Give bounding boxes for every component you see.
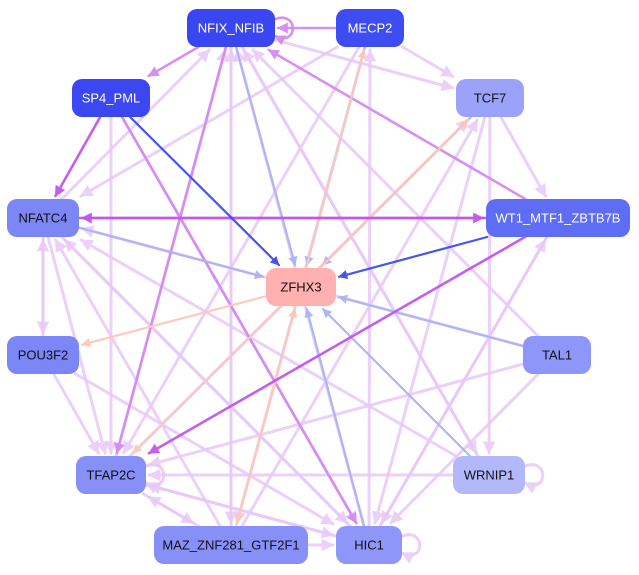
edge-nfix_nfib-to-sp4_pml bbox=[147, 45, 200, 78]
edge-mecp2-to-tcf7 bbox=[401, 45, 455, 78]
node-box bbox=[7, 336, 79, 374]
edge-wrnip1-to-nfatc4 bbox=[79, 238, 458, 458]
edge-hic1-to-mecp2 bbox=[363, 48, 377, 528]
node-box bbox=[266, 268, 336, 306]
edge-tal1-to-hic1 bbox=[389, 372, 540, 525]
edge-nfix_nfib-to-tfap2c bbox=[114, 45, 228, 455]
edge-tal1-to-zfhx3 bbox=[337, 294, 525, 348]
node-nfix-nfib[interactable]: NFIX_NFIB bbox=[187, 9, 275, 47]
edge-nfatc4-to-nfix_nfib bbox=[60, 48, 211, 201]
node-label: ZFHX3 bbox=[280, 280, 321, 295]
edge-tfap2c-to-maz_znf281_gtf2f1 bbox=[142, 492, 195, 525]
edge-sp4_pml-to-nfatc4 bbox=[54, 115, 102, 198]
node-label: SP4_PML bbox=[82, 91, 141, 106]
node-tcf7[interactable]: TCF7 bbox=[456, 79, 524, 117]
node-box bbox=[76, 456, 146, 494]
node-wt1-mtf1-zbtb7b[interactable]: WT1_MTF1_ZBTB7B bbox=[486, 199, 630, 237]
node-hic1[interactable]: HIC1 bbox=[336, 526, 402, 564]
edge-hic1-to-zfhx3 bbox=[304, 307, 366, 528]
node-tal1[interactable]: TAL1 bbox=[523, 336, 591, 374]
edge-nfatc4-to-zfhx3 bbox=[77, 226, 265, 280]
edge-zfhx3-to-mecp2 bbox=[305, 48, 367, 270]
node-box bbox=[453, 456, 525, 494]
node-maz-znf281-gtf2f1[interactable]: MAZ_ZNF281_GTF2F1 bbox=[154, 526, 308, 564]
node-sp4-pml[interactable]: SP4_PML bbox=[72, 79, 150, 117]
edge-tcf7-to-hic1 bbox=[371, 115, 487, 525]
node-box bbox=[336, 526, 402, 564]
edge-hic1-to-hic1 bbox=[398, 533, 422, 564]
edge-sp4_pml-to-zfhx3 bbox=[129, 115, 280, 267]
edge-wt1_mtf1_zbtb7b-to-tfap2c bbox=[147, 235, 527, 455]
edge-wt1_mtf1_zbtb7b-to-hic1 bbox=[380, 235, 549, 525]
edge-wt1_mtf1_zbtb7b-to-zfhx3 bbox=[337, 235, 489, 280]
node-box bbox=[336, 9, 404, 47]
edge-pou3f2-to-tfap2c bbox=[52, 372, 100, 455]
edge-pou3f2-to-hic1 bbox=[74, 372, 335, 526]
edge-zfhx3-to-pou3f2 bbox=[80, 295, 268, 348]
edge-wrnip1-to-zfhx3 bbox=[321, 307, 472, 458]
node-label: MECP2 bbox=[348, 21, 393, 36]
edge-hic1-to-nfatc4 bbox=[63, 238, 352, 528]
edge-zfhx3-to-maz_znf281_gtf2f1 bbox=[234, 304, 297, 525]
edge-wt1_mtf1_zbtb7b-to-nfix_nfib bbox=[267, 48, 527, 201]
edge-wrnip1-to-wrnip1 bbox=[521, 463, 545, 494]
node-box bbox=[523, 336, 591, 374]
node-label: TAL1 bbox=[542, 348, 572, 363]
node-label: WRNIP1 bbox=[464, 468, 515, 483]
edge-nfix_nfib-to-tcf7 bbox=[273, 38, 455, 92]
node-pou3f2[interactable]: POU3F2 bbox=[7, 336, 79, 374]
node-label: MAZ_ZNF281_GTF2F1 bbox=[162, 538, 299, 553]
edge-tcf7-to-wt1_mtf1_zbtb7b bbox=[499, 115, 547, 198]
node-label: POU3F2 bbox=[18, 348, 69, 363]
node-label: TCF7 bbox=[474, 91, 507, 106]
edge-nfix_nfib-to-wrnip1 bbox=[240, 45, 478, 455]
edge-sp4_pml-to-hic1 bbox=[120, 115, 358, 525]
node-wrnip1[interactable]: WRNIP1 bbox=[453, 456, 525, 494]
node-label: WT1_MTF1_ZBTB7B bbox=[496, 211, 621, 226]
node-label: HIC1 bbox=[354, 538, 384, 553]
node-label: NFATC4 bbox=[19, 211, 68, 226]
edge-mecp2-to-nfatc4 bbox=[79, 45, 339, 198]
node-mecp2[interactable]: MECP2 bbox=[336, 9, 404, 47]
node-box bbox=[154, 526, 308, 564]
edge-mecp2-to-tfap2c bbox=[122, 45, 361, 455]
node-zfhx3[interactable]: ZFHX3 bbox=[266, 268, 336, 306]
node-box bbox=[7, 199, 79, 237]
node-tfap2c[interactable]: TFAP2C bbox=[76, 456, 146, 494]
edge-maz_znf281_gtf2f1-to-nfatc4 bbox=[54, 238, 222, 528]
node-label: NFIX_NFIB bbox=[198, 21, 264, 36]
node-box bbox=[187, 9, 275, 47]
node-box bbox=[456, 79, 524, 117]
node-nfatc4[interactable]: NFATC4 bbox=[7, 199, 79, 237]
edge-zfhx3-to-tfap2c bbox=[132, 304, 283, 455]
edge-nfix_nfib-to-zfhx3 bbox=[235, 45, 298, 267]
edge-zfhx3-to-tcf7 bbox=[318, 118, 470, 270]
node-box bbox=[486, 199, 630, 237]
node-box bbox=[72, 79, 150, 117]
node-label: TFAP2C bbox=[86, 468, 135, 483]
edge-tcf7-to-wrnip1 bbox=[482, 115, 496, 455]
edge-tal1-to-tfap2c bbox=[147, 362, 525, 468]
